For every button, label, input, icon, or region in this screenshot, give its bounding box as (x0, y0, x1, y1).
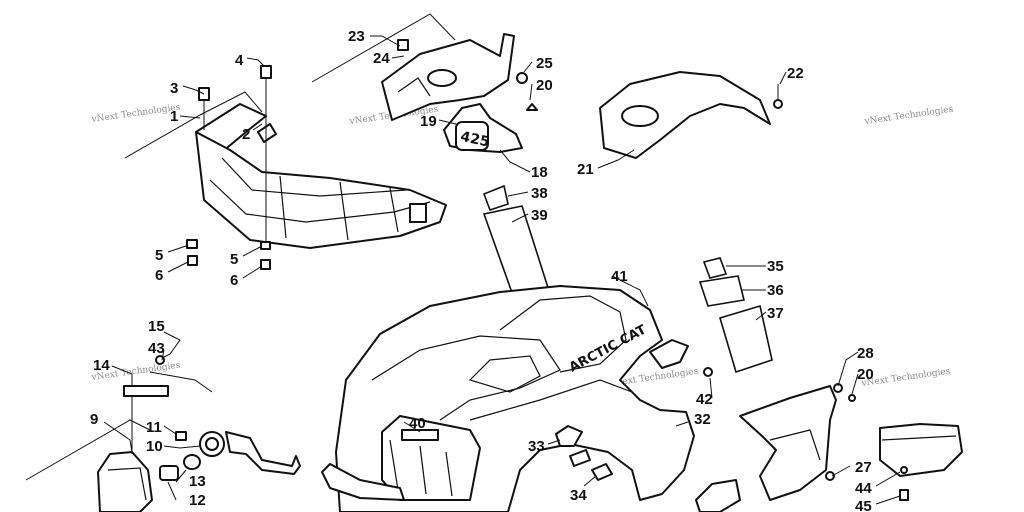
nut-icon (187, 255, 198, 266)
callout-35: 35 (767, 258, 784, 275)
bulb-icon (159, 465, 179, 481)
leader-lines (103, 35, 901, 505)
callout-6: 6 (230, 272, 238, 289)
callout-15: 15 (148, 318, 165, 335)
callout-33: 33 (528, 438, 545, 455)
callout-41: 41 (611, 268, 628, 285)
screw-icon (848, 394, 856, 402)
headlight-assembly (97, 355, 301, 512)
clip-icon (397, 39, 409, 51)
rear-fender-shield (599, 71, 783, 159)
callout-6: 6 (155, 267, 163, 284)
callout-45: 45 (855, 498, 872, 512)
light-bracket (123, 385, 169, 397)
callout-22: 22 (787, 65, 804, 82)
callout-19: 19 (420, 113, 437, 130)
rack-bracket-icon (409, 203, 427, 223)
callout-3: 3 (170, 80, 178, 97)
front-rack (186, 65, 447, 270)
screw-icon (833, 383, 843, 393)
callout-37: 37 (767, 305, 784, 322)
group-outlines (25, 13, 456, 481)
rack-clamp-icon (257, 123, 277, 143)
callout-24: 24 (373, 50, 390, 67)
washer-icon (260, 241, 271, 250)
callout-11: 11 (146, 419, 162, 436)
emblem-plate (401, 429, 439, 441)
callout-38: 38 (531, 185, 548, 202)
callout-13: 13 (189, 473, 206, 490)
screw-icon (900, 466, 908, 474)
bolt-icon (260, 65, 272, 79)
callout-2: 2 (242, 126, 250, 143)
callout-44: 44 (855, 480, 872, 497)
callout-5: 5 (230, 251, 238, 268)
callout-1: 1 (170, 108, 178, 125)
callout-43: 43 (148, 340, 165, 357)
screw-icon (703, 367, 713, 377)
front-body: ARCTIC CAT (335, 285, 713, 512)
rivet-icon (526, 103, 538, 111)
callout-28: 28 (857, 345, 874, 362)
callout-23: 23 (348, 28, 365, 45)
seat-cover (879, 423, 963, 501)
callout-4: 4 (235, 52, 244, 69)
callout-34: 34 (570, 487, 587, 504)
washer-icon (186, 239, 198, 249)
callout-9: 9 (90, 411, 98, 428)
callout-36: 36 (767, 282, 784, 299)
callout-27: 27 (855, 459, 872, 476)
watermark-text: vNext Technologies (863, 105, 954, 128)
grommet-icon (555, 425, 583, 447)
callout-10: 10 (146, 438, 163, 455)
decal-sheets-left (482, 184, 552, 305)
nut-icon (516, 72, 528, 84)
bulb-socket-icon (175, 431, 187, 441)
callout-14: 14 (93, 357, 110, 374)
side-panel (739, 383, 856, 501)
callout-32: 32 (694, 411, 711, 428)
callout-42: 42 (696, 391, 713, 408)
callout-20: 20 (536, 77, 553, 94)
model-badge-text: 425 (459, 129, 491, 151)
callout-40: 40 (409, 415, 426, 432)
callout-20: 20 (857, 366, 874, 383)
nut-icon (260, 259, 271, 270)
callout-25: 25 (536, 55, 553, 72)
model-badge-plate (455, 121, 489, 151)
callout-5: 5 (155, 247, 163, 264)
watermark-text: vNext Technologies (860, 367, 951, 390)
screw-icon (773, 99, 783, 109)
callout-18: 18 (531, 164, 548, 181)
bolt-icon (899, 489, 909, 501)
watermark-text: vNext Technologies (90, 103, 181, 126)
front-fascia: 425 (381, 33, 538, 153)
callout-39: 39 (531, 207, 548, 224)
callouts: 1 2 3 4 5 5 6 6 9 10 11 12 13 14 15 18 1… (90, 28, 874, 512)
callout-12: 12 (189, 492, 206, 509)
callout-21: 21 (577, 161, 594, 178)
decal-sheets-right (698, 257, 773, 374)
screw-icon (825, 471, 835, 481)
bottom-parts (321, 463, 741, 512)
